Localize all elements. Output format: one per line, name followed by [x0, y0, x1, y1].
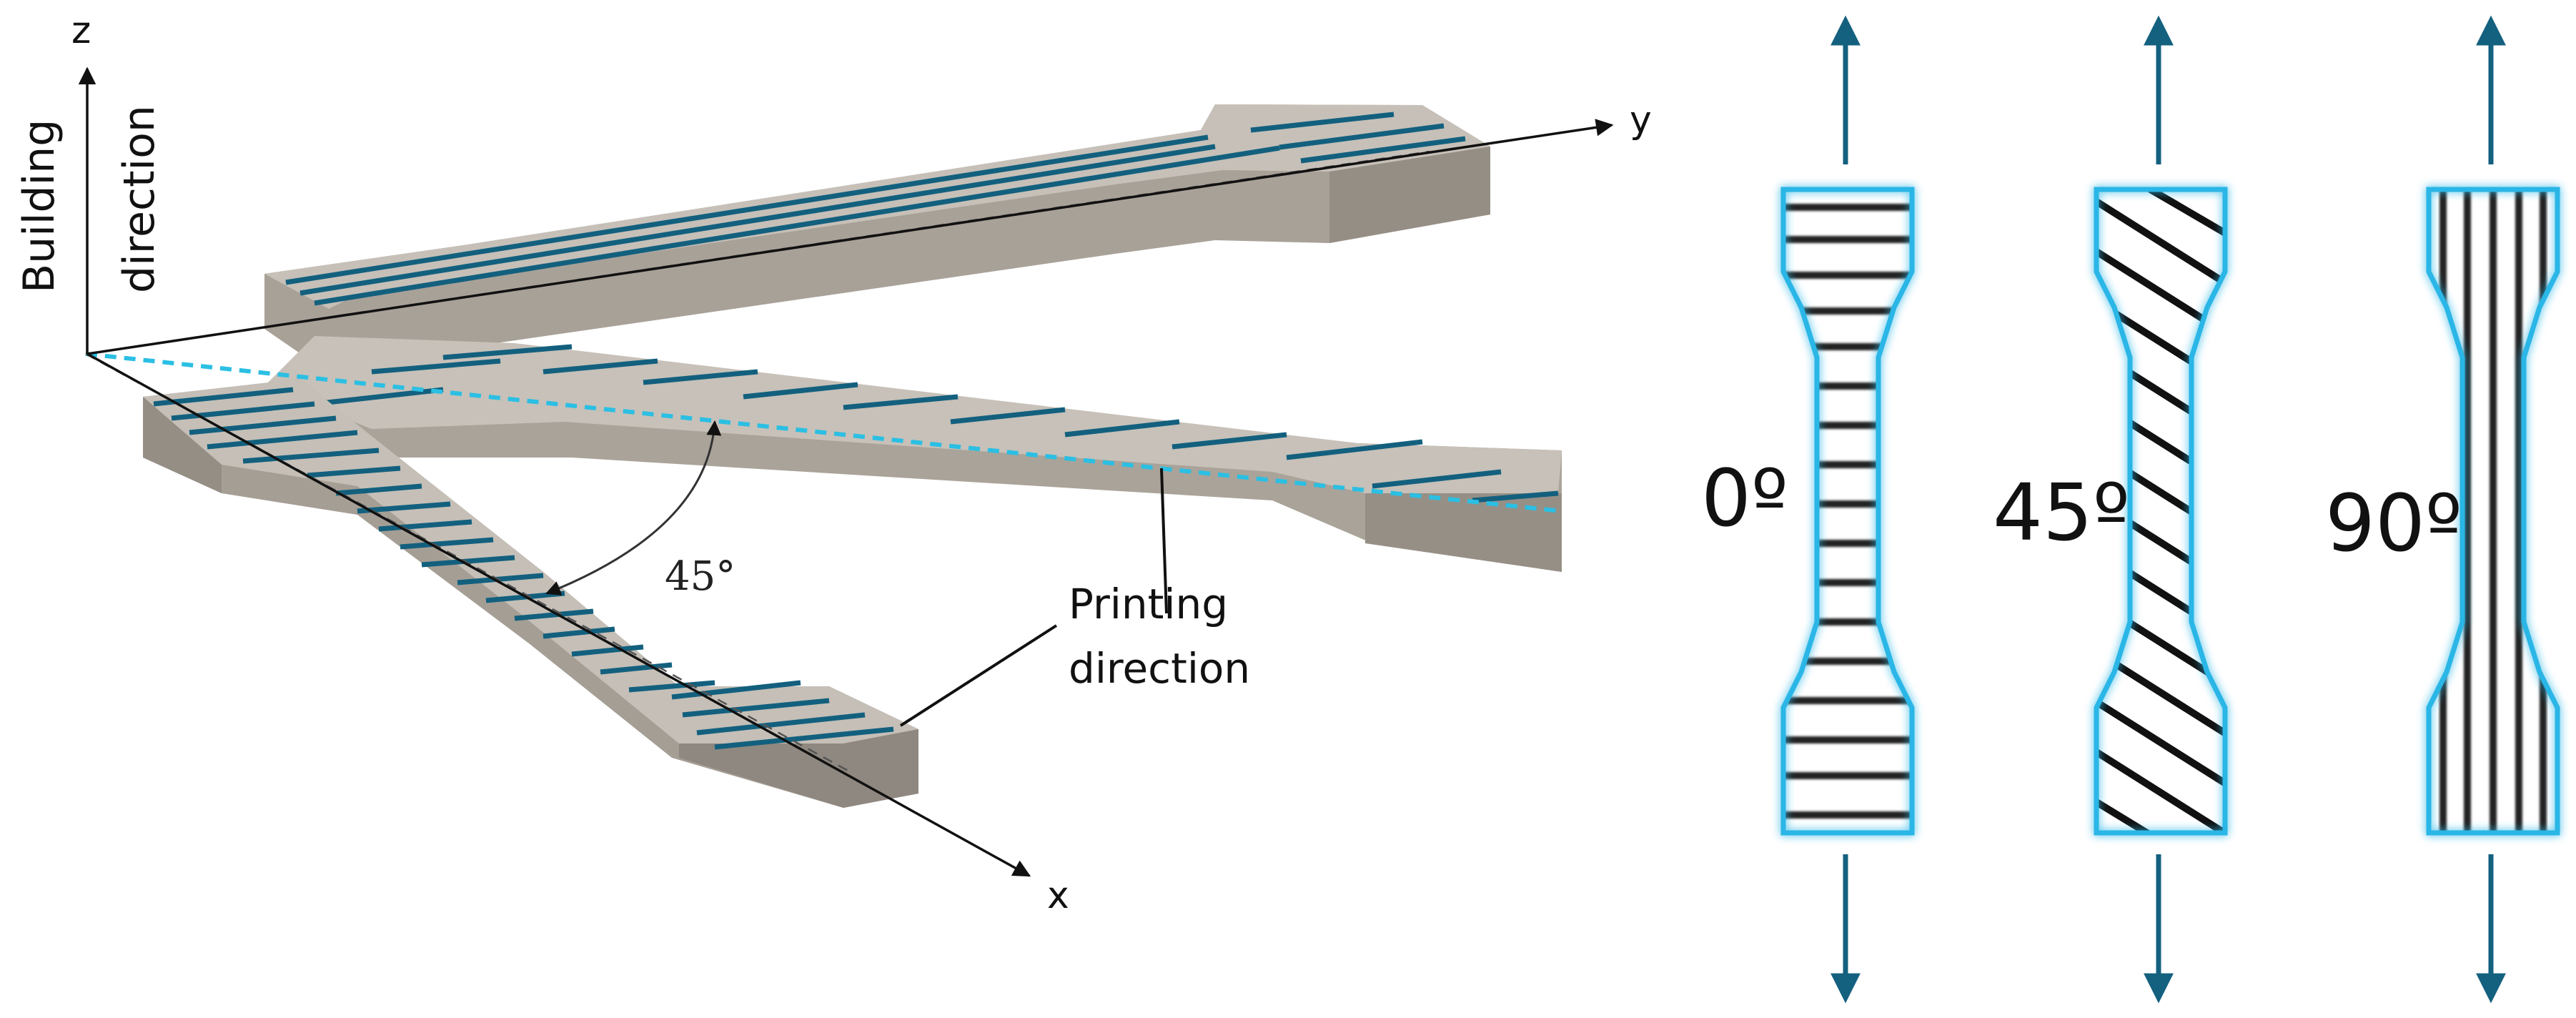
- raster-lines-y: [285, 112, 1466, 306]
- raster-lines-45deg: [314, 344, 1559, 503]
- building-direction-label-line1: Building: [14, 119, 64, 293]
- printing-direction-label-line1: Printing: [1069, 580, 1228, 628]
- specimen-3d-diagram: z y x Building direction 45° Printing di…: [14, 9, 1652, 917]
- x-axis: [86, 352, 1031, 877]
- dogbone-0deg: 0º: [1701, 15, 1915, 1004]
- orientation-label: 0º: [1701, 453, 1788, 544]
- y-axis-label: y: [1630, 99, 1652, 142]
- y-axis: [86, 119, 1614, 355]
- axes: z y x Building direction: [14, 9, 1652, 917]
- z-axis-label: z: [71, 9, 91, 52]
- angle-label: 45°: [665, 553, 735, 600]
- specimen-45deg: [85, 336, 1562, 572]
- printing-direction-label-line2: direction: [1069, 644, 1250, 693]
- building-direction-label-line2: direction: [114, 105, 164, 293]
- raster-pattern-0deg: [1783, 189, 1912, 833]
- printing-direction-callout: Printing direction: [899, 468, 1250, 727]
- leader-line-lower: [899, 624, 1058, 727]
- angle-arc: [545, 420, 722, 596]
- specimen-orientations: 0º: [1701, 15, 2560, 1004]
- orientation-label: 45º: [1993, 467, 2130, 558]
- dogbone-90deg: 90º: [2325, 15, 2560, 1004]
- dogbone-outline: [2094, 187, 2228, 836]
- x-axis-label: x: [1047, 874, 1069, 917]
- orientation-label: 90º: [2325, 478, 2462, 569]
- angle-annotation: 45°: [545, 420, 735, 600]
- dogbone-45deg: 45º: [1993, 15, 2228, 1004]
- specimen-along-y: [85, 104, 1490, 373]
- dogbone-outline: [2426, 187, 2560, 836]
- dogbone-outline: [1780, 187, 1915, 836]
- leader-line-upper: [1160, 468, 1168, 614]
